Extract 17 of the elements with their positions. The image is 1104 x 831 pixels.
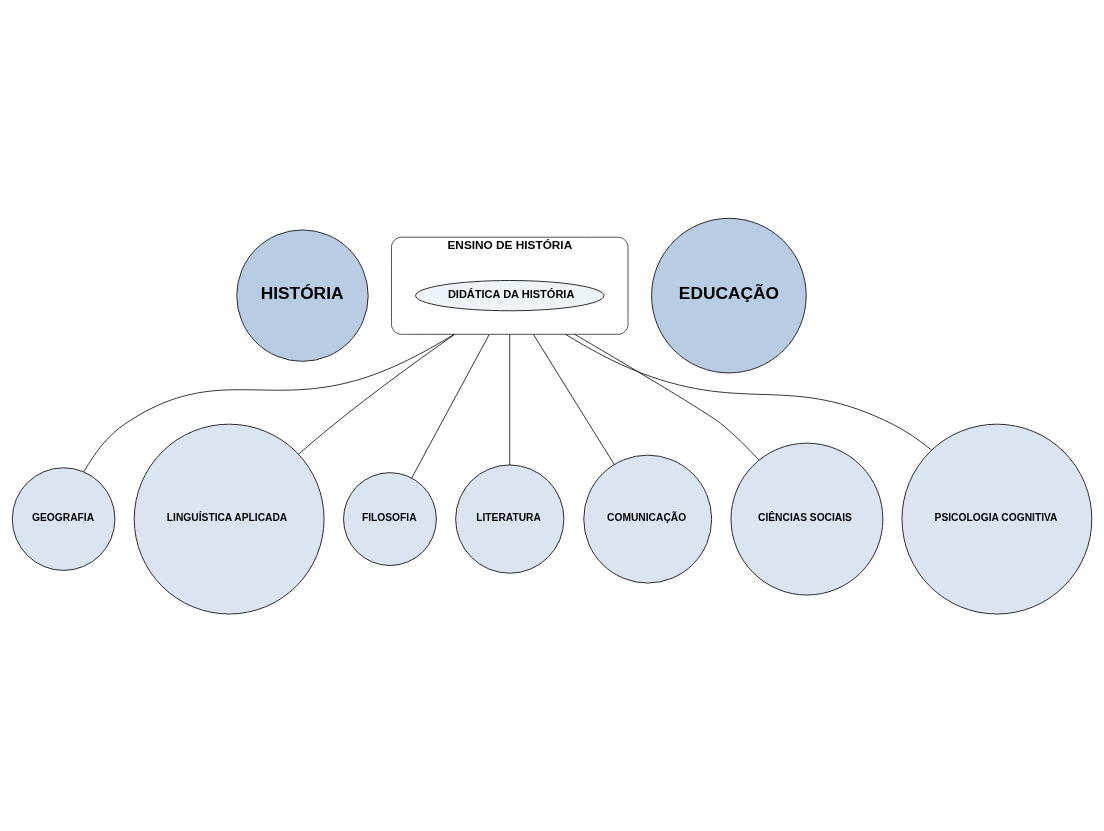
connector	[532, 333, 615, 465]
connector	[411, 333, 490, 478]
node-circle: LINGUÍSTICA APLICADA	[133, 423, 325, 614]
node-circle: CIÊNCIAS SOCIAIS	[730, 442, 884, 595]
node-circle: EDUCAÇÃO	[651, 217, 807, 373]
connector	[298, 333, 456, 455]
node-ellipse: DIDÁTICA DA HISTÓRIA	[415, 279, 605, 311]
connector	[565, 333, 933, 451]
connector	[509, 333, 511, 465]
node-circle: FILOSOFIA	[343, 471, 437, 566]
node-circle: LITERATURA	[455, 463, 565, 574]
node-circle: COMUNICAÇÃO	[583, 454, 713, 583]
connector	[574, 333, 760, 460]
connector	[83, 333, 455, 472]
node-circle: HISTÓRIA	[236, 228, 369, 362]
node-circle: PSICOLOGIA COGNITIVA	[901, 423, 1093, 614]
node-circle: GEOGRAFIA	[11, 466, 116, 571]
